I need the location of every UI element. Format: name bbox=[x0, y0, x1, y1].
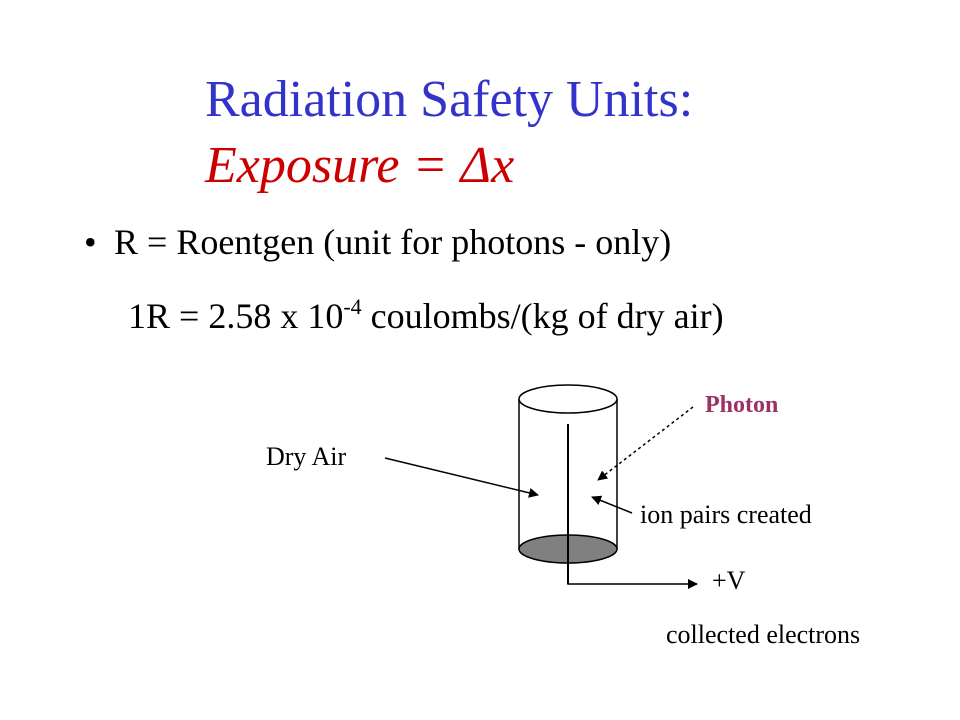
label-voltage: +V bbox=[712, 566, 746, 595]
roentgen-definition: 1R = 2.58 x 10-4 coulombs/(kg of dry air… bbox=[128, 285, 724, 338]
bullet-text: R = Roentgen (unit for photons - only) bbox=[114, 222, 672, 262]
label-collected-electrons: collected electrons bbox=[666, 620, 861, 649]
formula-prefix: 1R = 2.58 x 10 bbox=[128, 296, 344, 336]
formula-exponent: -4 bbox=[343, 294, 362, 319]
title-line-1: Radiation Safety Units: bbox=[205, 71, 694, 128]
formula-suffix: coulombs/(kg of dry air) bbox=[361, 296, 724, 336]
ion-pairs-arrow bbox=[591, 495, 633, 514]
wire-to-voltage-arrow bbox=[567, 549, 698, 589]
bullet-roentgen: • R = Roentgen (unit for photons - only) bbox=[84, 220, 671, 264]
photon-arrow bbox=[597, 406, 694, 481]
dry-air-arrow bbox=[384, 457, 539, 498]
label-photon: Photon bbox=[705, 392, 779, 418]
title-line-2: Exposure = Δx bbox=[205, 136, 514, 196]
title-exposure-formula: Exposure = Δx bbox=[205, 137, 515, 194]
label-ion-pairs: ion pairs created bbox=[640, 500, 812, 529]
bullet-dot-icon: • bbox=[84, 222, 97, 262]
label-dry-air: Dry Air bbox=[266, 442, 347, 471]
